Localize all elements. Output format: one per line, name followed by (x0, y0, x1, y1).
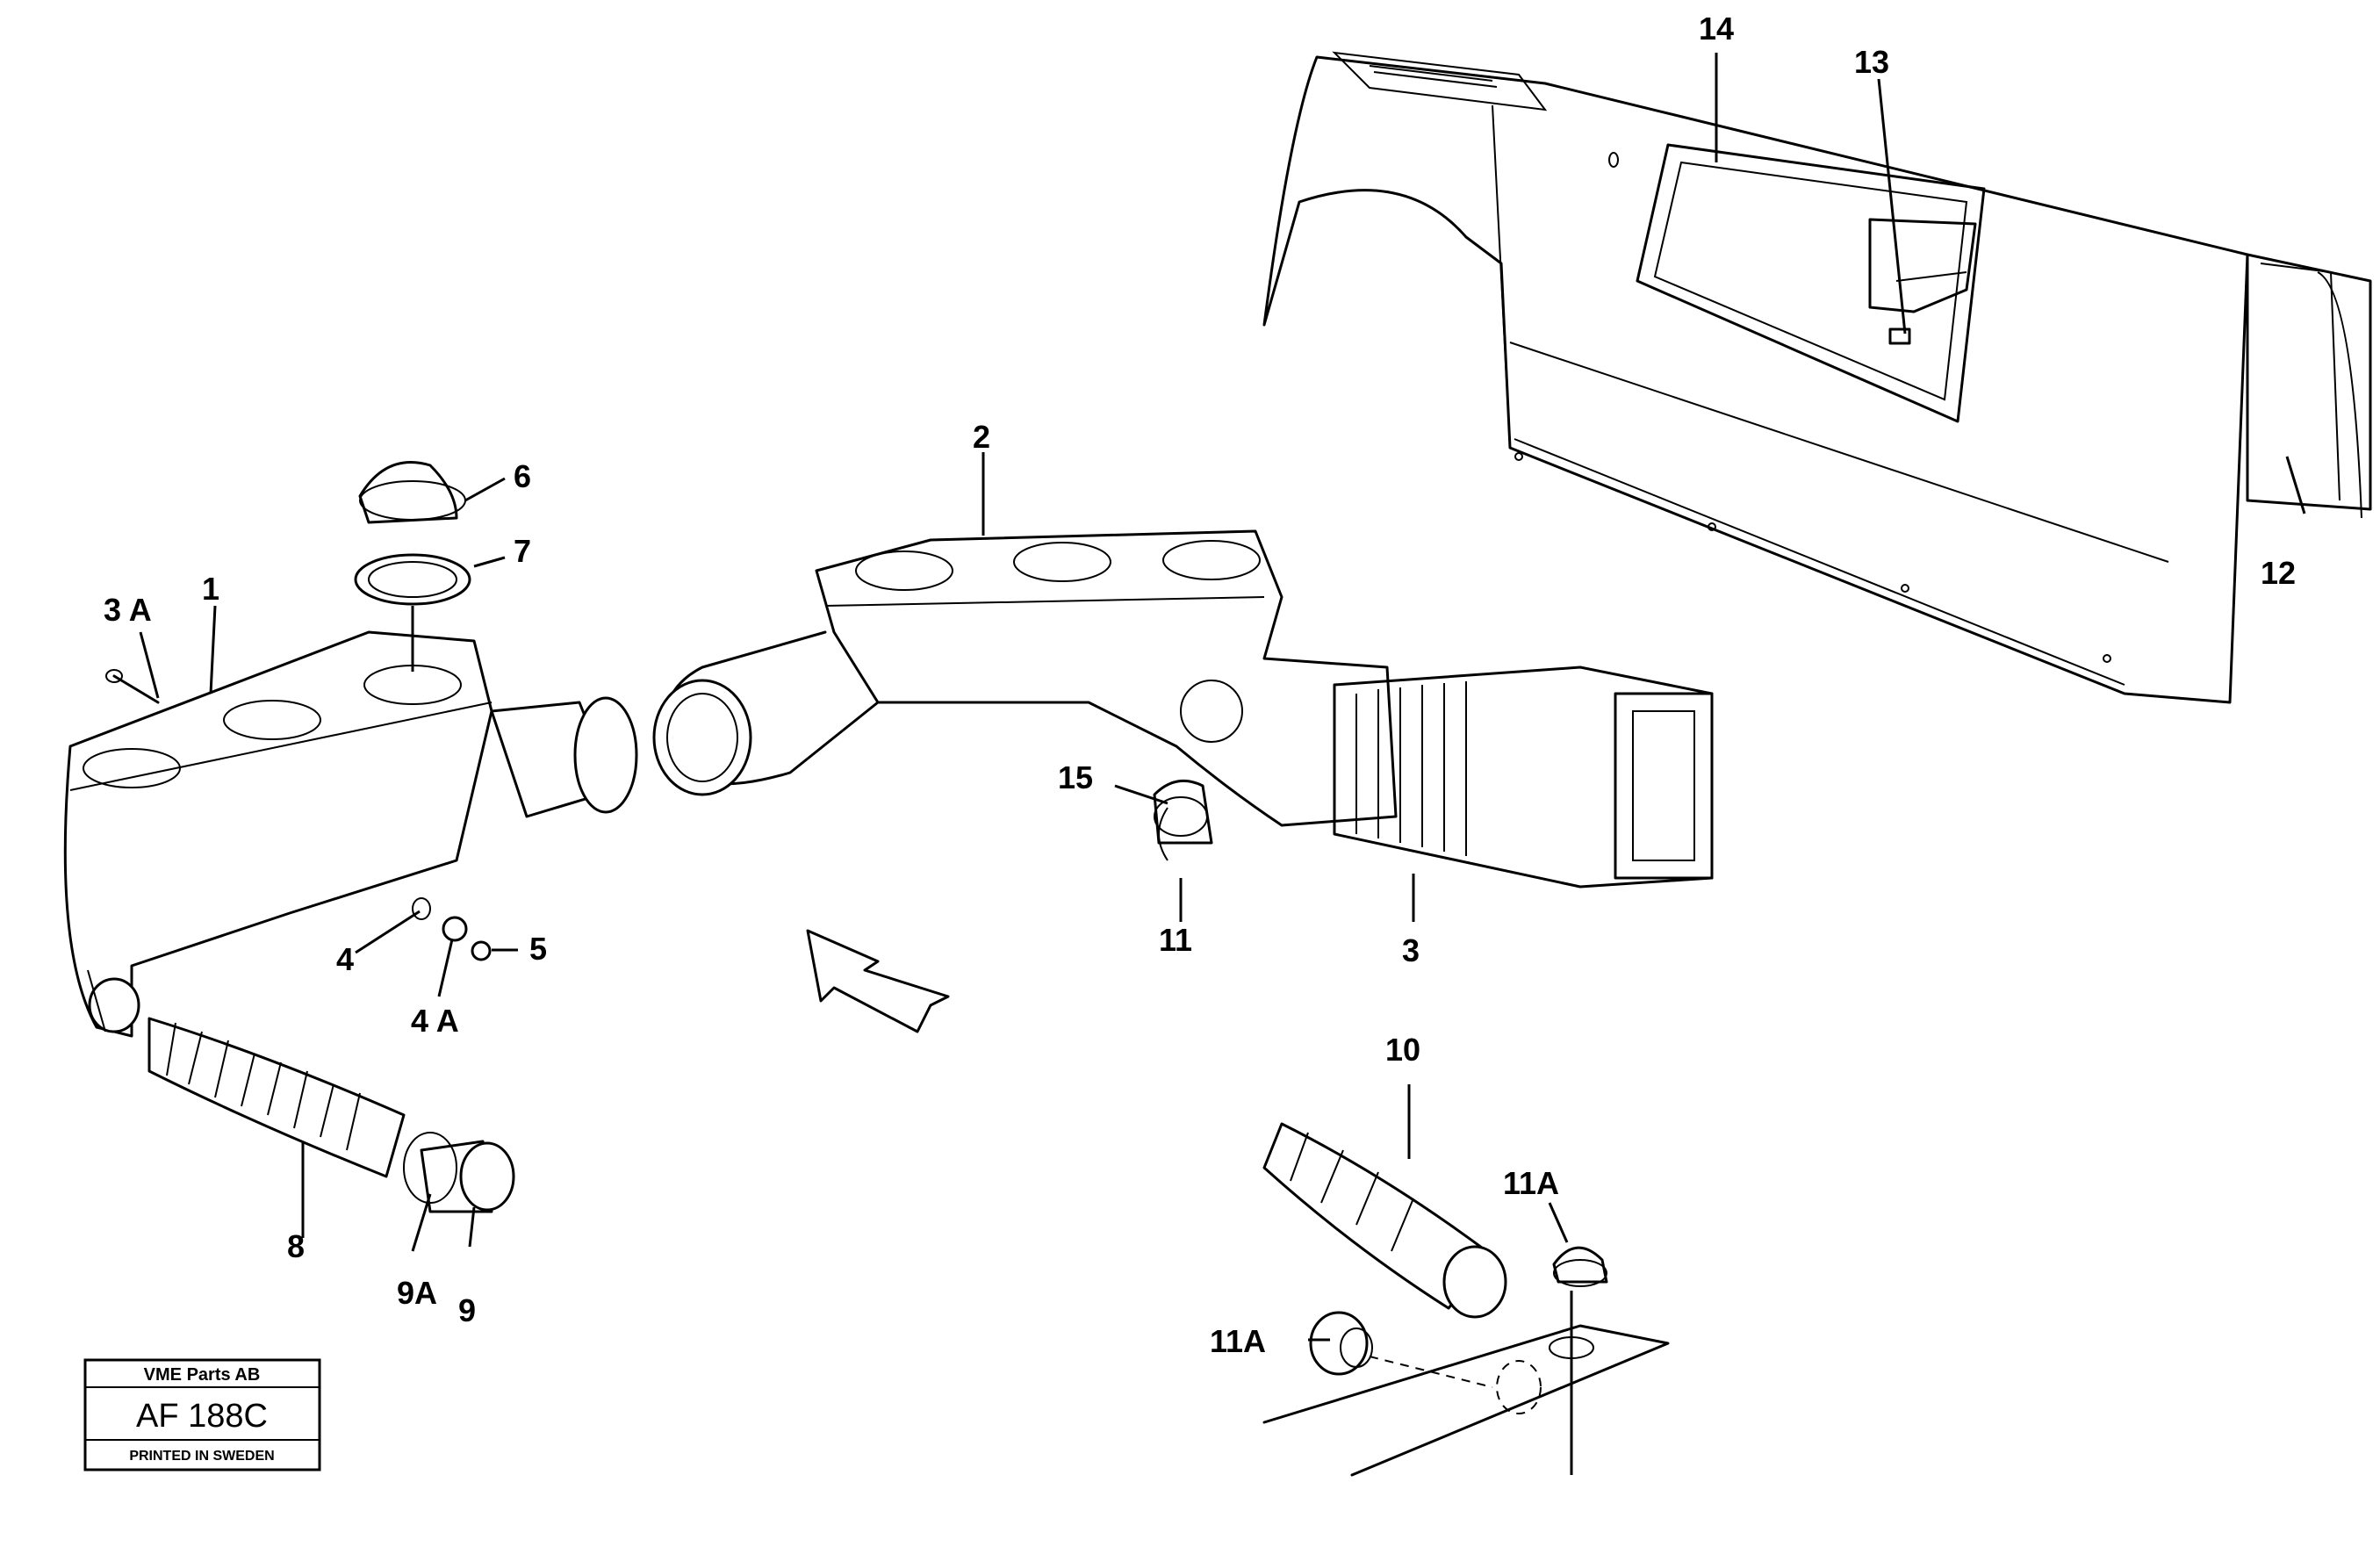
callout-9A: 9A (397, 1275, 437, 1311)
vent-part-11 (1153, 779, 1213, 861)
title-stamp: VME Parts AB AF 188C PRINTED IN SWEDEN (83, 1358, 321, 1471)
seal-ring-part-7 (354, 553, 471, 606)
stamp-company: VME Parts AB (144, 1365, 261, 1385)
vent-part-11A-top (1552, 1246, 1608, 1287)
tube-part-10 (1262, 1122, 1507, 1319)
callout-4A: 4 A (411, 1003, 459, 1039)
callout-14: 14 (1699, 11, 1734, 47)
vent-part-6 (358, 461, 466, 524)
rear-panel-part-14 (1262, 51, 2249, 704)
callout-5: 5 (529, 931, 547, 967)
callout-4: 4 (336, 941, 354, 977)
right-duct-part-2 (652, 529, 1398, 827)
callout-6: 6 (514, 458, 531, 494)
callout-13: 13 (1854, 44, 1889, 80)
callout-3: 3 (1402, 932, 1420, 968)
callout-3A: 3 A (104, 592, 152, 628)
callout-8: 8 (287, 1228, 305, 1264)
callout-11: 11 (1159, 922, 1192, 958)
callout-7: 7 (514, 533, 531, 569)
left-duct-part-1 (63, 630, 638, 1038)
direction-arrow (806, 929, 950, 1033)
leader-lines (139, 53, 2306, 1342)
fasteners-parts-4-5 (412, 897, 492, 961)
callout-9: 9 (458, 1292, 476, 1328)
hose-part-8 (147, 1017, 406, 1178)
callout-11A-top: 11A (1503, 1165, 1559, 1201)
callout-10: 10 (1385, 1032, 1420, 1068)
stamp-code: AF 188C (136, 1398, 268, 1435)
callout-2: 2 (973, 419, 990, 455)
callout-1: 1 (202, 571, 219, 607)
vent-part-11A-side (1309, 1311, 1373, 1376)
callout-12: 12 (2261, 555, 2296, 591)
callout-15: 15 (1058, 759, 1093, 795)
stamp-printed: PRINTED IN SWEDEN (129, 1449, 274, 1464)
callout-11A-side: 11A (1210, 1323, 1266, 1359)
side-panel-part-12 (2246, 253, 2372, 519)
screw-part-3A (105, 669, 160, 704)
bellows-part-3 (1333, 666, 1714, 889)
nozzle-part-9 (403, 1132, 515, 1213)
